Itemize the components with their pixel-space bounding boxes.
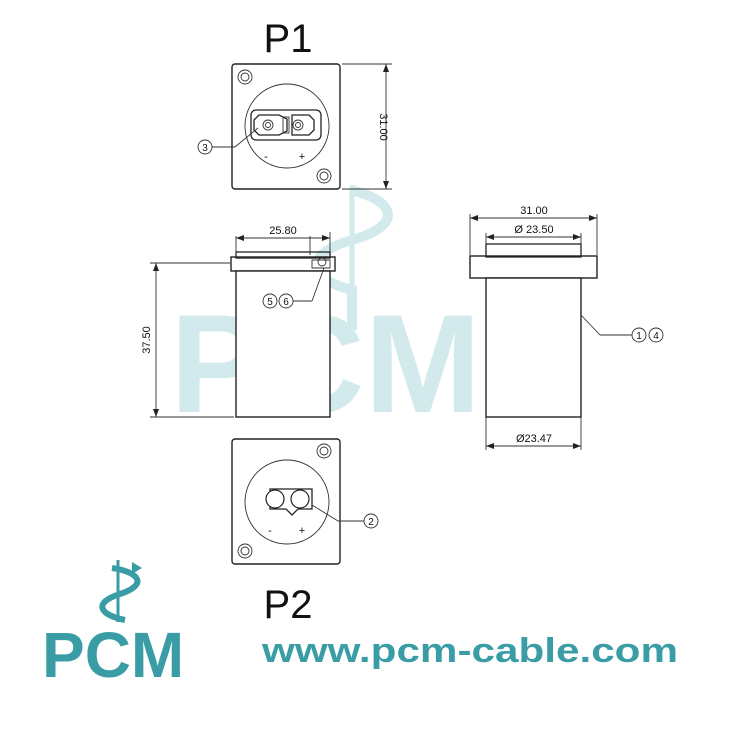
p1-label: P1 xyxy=(264,17,313,61)
front-width-text: 31.00 xyxy=(520,205,548,217)
brand-logo: PCM xyxy=(42,560,184,691)
p2-pin-plus: + xyxy=(299,525,305,537)
p2-label: P2 xyxy=(264,583,313,627)
p2-pin-minus: - xyxy=(268,525,272,537)
front-callout-4: 4 xyxy=(653,331,659,342)
side-height-text: 37.50 xyxy=(141,326,153,354)
p1-height-text: 31.00 xyxy=(377,113,389,141)
logo-text: PCM xyxy=(42,619,184,691)
website-text: www.pcm-cable.com xyxy=(261,632,678,670)
p2-callout-2: 2 xyxy=(368,517,374,528)
front-callout-1: 1 xyxy=(636,331,642,342)
side-view: 25.80 37.50 5 6 xyxy=(141,225,336,418)
p1-height-dimension: 31.00 xyxy=(342,63,392,190)
front-inner-dia-text: Ø 23.50 xyxy=(514,224,553,236)
logo-swoosh xyxy=(99,565,141,623)
side-callout-5: 5 xyxy=(267,297,273,308)
front-view: 31.00 Ø 23.50 Ø23.47 1 4 xyxy=(469,205,664,450)
p2-flange-view: - + 2 xyxy=(231,438,379,565)
p1-flange-view: - + 3 xyxy=(197,63,341,190)
side-callout-6: 6 xyxy=(283,297,289,308)
p1-pin-plus: + xyxy=(299,151,305,163)
front-body-dia-text: Ø23.47 xyxy=(516,433,552,445)
side-width-text: 25.80 xyxy=(269,225,297,237)
p1-callout-3: 3 xyxy=(202,143,208,154)
p1-pin-minus: - xyxy=(264,151,268,163)
